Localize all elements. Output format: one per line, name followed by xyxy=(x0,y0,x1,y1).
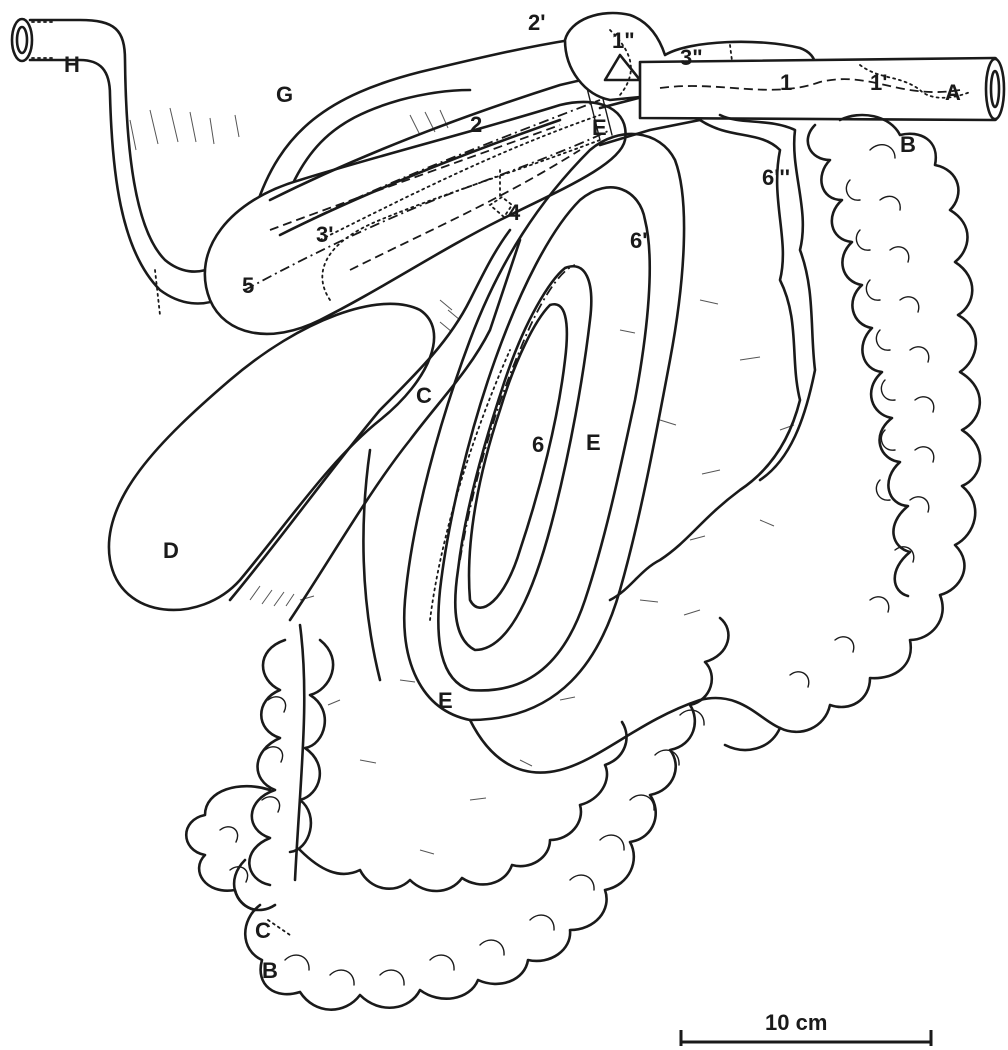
label-C-bottom: C xyxy=(255,918,271,943)
label-1: 1 xyxy=(780,70,792,95)
label-6: 6 xyxy=(532,432,544,457)
label-A: A xyxy=(945,80,961,105)
label-D: D xyxy=(163,538,179,563)
label-6-triple-prime: 6''' xyxy=(762,165,790,190)
scale-bar-label: 10 cm xyxy=(765,1010,827,1035)
label-G: G xyxy=(276,82,293,107)
label-3-prime: 3' xyxy=(316,222,333,247)
label-E-bottom: E xyxy=(438,688,453,713)
label-3-double-prime: 3" xyxy=(680,45,703,70)
label-B-top: B xyxy=(900,132,916,157)
label-6-prime: 6' xyxy=(630,228,647,253)
label-2-prime: 2' xyxy=(528,10,545,35)
label-1-prime: 1' xyxy=(870,70,887,95)
label-5: 5 xyxy=(242,273,254,298)
label-C-mid: C xyxy=(416,383,432,408)
pouch-D xyxy=(109,304,434,610)
small-intestine-right xyxy=(725,115,980,750)
label-4: 4 xyxy=(508,200,521,225)
label-E-mid: E xyxy=(586,430,601,455)
label-2: 2 xyxy=(470,112,482,137)
scale-bar: 10 cm xyxy=(680,1010,932,1046)
label-B-bottom: B xyxy=(262,958,278,983)
label-H: H xyxy=(64,52,80,77)
small-intestine-bottom xyxy=(186,618,780,1010)
label-1-double-prime: 1" xyxy=(612,28,635,53)
label-E-top: E xyxy=(592,115,607,140)
